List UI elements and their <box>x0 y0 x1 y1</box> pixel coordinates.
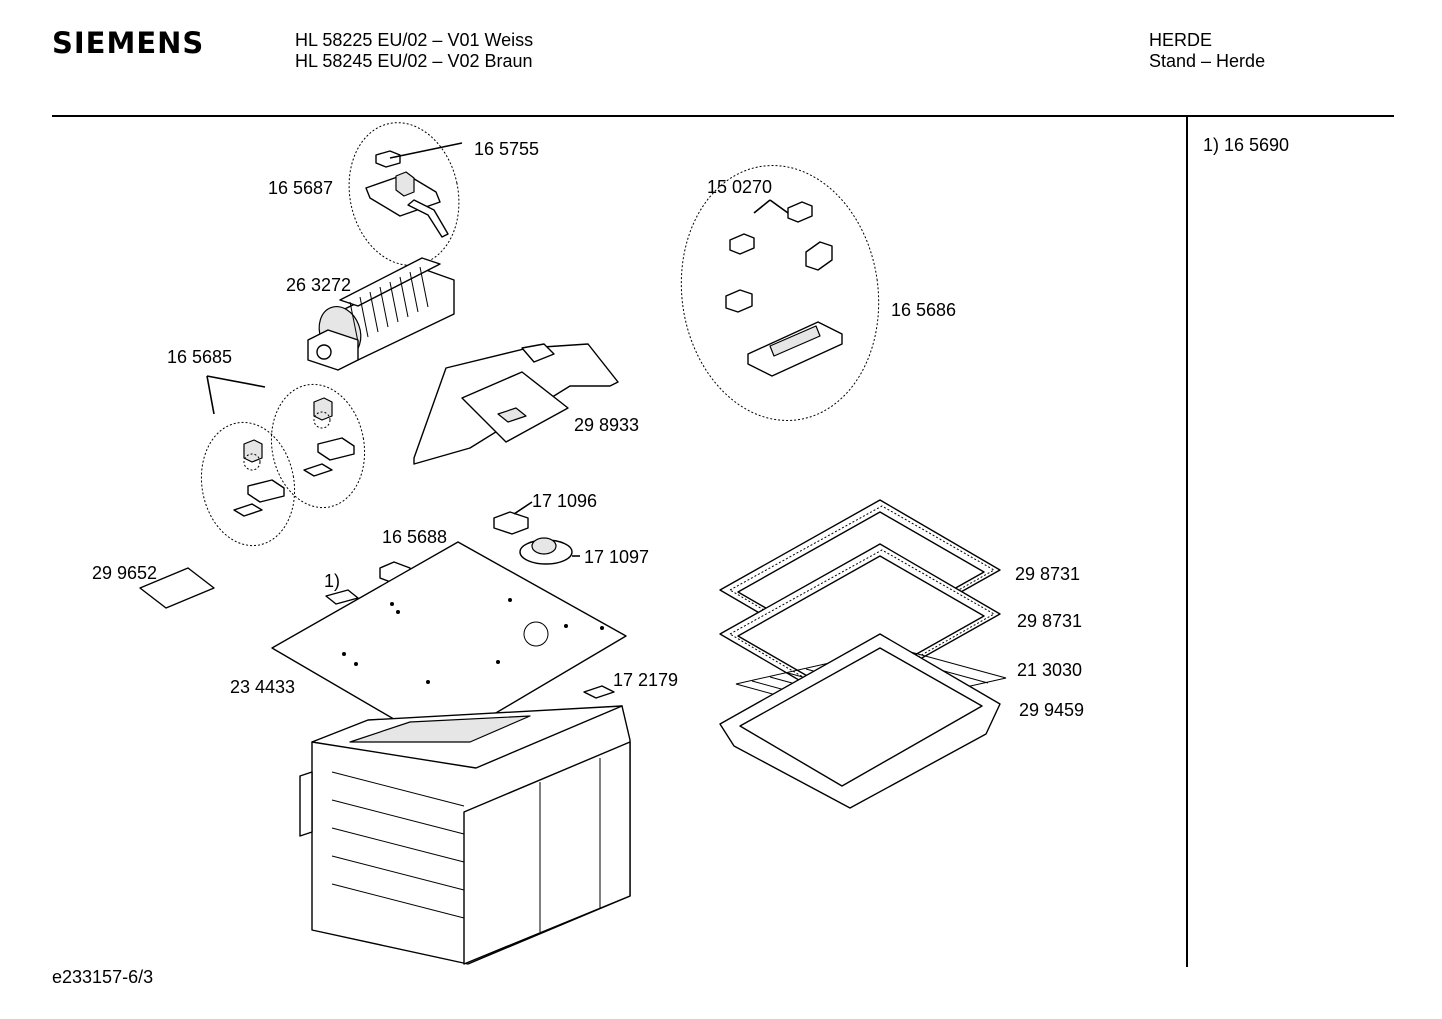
label-299459: 29 9459 <box>1019 700 1084 720</box>
label-263272: 26 3272 <box>286 275 351 295</box>
label-298731-middle: 29 8731 <box>1017 611 1082 631</box>
top-cover-plate <box>271 541 627 747</box>
fan-motor <box>307 257 455 371</box>
drawing-id: e233157-6/3 <box>52 967 154 987</box>
model-line-1: HL 58225 EU/02 – V01 Weiss <box>295 30 534 50</box>
label-165755: 16 5755 <box>474 139 539 159</box>
category-line-1: HERDE <box>1149 30 1213 50</box>
label-172179: 17 2179 <box>613 670 678 690</box>
fan-cover-plate <box>413 343 619 465</box>
model-line-2: HL 58245 EU/02 – V02 Braun <box>295 51 533 71</box>
label-299652: 29 9652 <box>92 563 157 583</box>
deep-tray <box>719 633 1001 809</box>
part-labels: 16 5755 16 5687 26 3272 16 5685 15 0270 … <box>92 139 1084 720</box>
label-298731-upper: 29 8731 <box>1015 564 1080 584</box>
siemens-logo: SIEMENS <box>52 26 205 60</box>
label-171096: 17 1096 <box>532 491 597 511</box>
label-165685: 16 5685 <box>167 347 232 367</box>
label-150270: 15 0270 <box>707 177 772 197</box>
label-171097: 17 1097 <box>584 547 649 567</box>
model-info: HL 58225 EU/02 – V01 Weiss HL 58245 EU/0… <box>295 30 533 72</box>
label-298933: 29 8933 <box>574 415 639 435</box>
part-171097 <box>519 537 580 565</box>
label-234433: 23 4433 <box>230 677 295 697</box>
label-165688: 16 5688 <box>382 527 447 547</box>
footnote-marker: 1) <box>324 571 340 591</box>
header-divider <box>52 115 1394 117</box>
category-line-2: Stand – Herde <box>1149 51 1266 71</box>
oven-cavity <box>299 705 631 965</box>
label-165687: 16 5687 <box>268 178 333 198</box>
part-group-165687 <box>348 122 463 266</box>
footnote-1: 1) 16 5690 <box>1203 135 1290 155</box>
category-info: HERDE Stand – Herde <box>1149 30 1265 72</box>
part-group-165686 <box>680 165 880 421</box>
part-group-165685 <box>200 375 366 547</box>
part-171096 <box>493 501 533 535</box>
notes-divider <box>1186 117 1188 967</box>
label-213030: 21 3030 <box>1017 660 1082 680</box>
label-165686: 16 5686 <box>891 300 956 320</box>
part-299652 <box>139 567 215 609</box>
